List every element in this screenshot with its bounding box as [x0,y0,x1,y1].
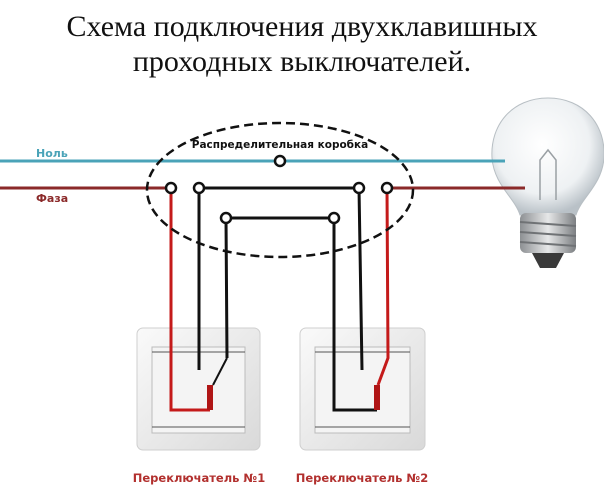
switch1-contact-lever [212,357,228,386]
neutral-label: Ноль [36,147,68,160]
light-bulb-icon [491,97,604,268]
terminals [164,154,394,225]
junction-box-outline [145,121,415,259]
switch2-label: Переключатель №2 [296,471,429,485]
diagram-title-line1: Схема подключения двухклавишных [66,10,538,43]
phase-to-switch1 [169,188,210,412]
junction-box-label: Распределительная коробка [192,139,368,151]
diagram-title-line2: проходных выключателей. [132,45,472,78]
switch1-label: Переключатель №1 [133,471,266,485]
switch2-to-lamp [376,187,390,386]
phase-label: Фаза [36,192,68,205]
traveler-wire-1 [197,186,364,371]
